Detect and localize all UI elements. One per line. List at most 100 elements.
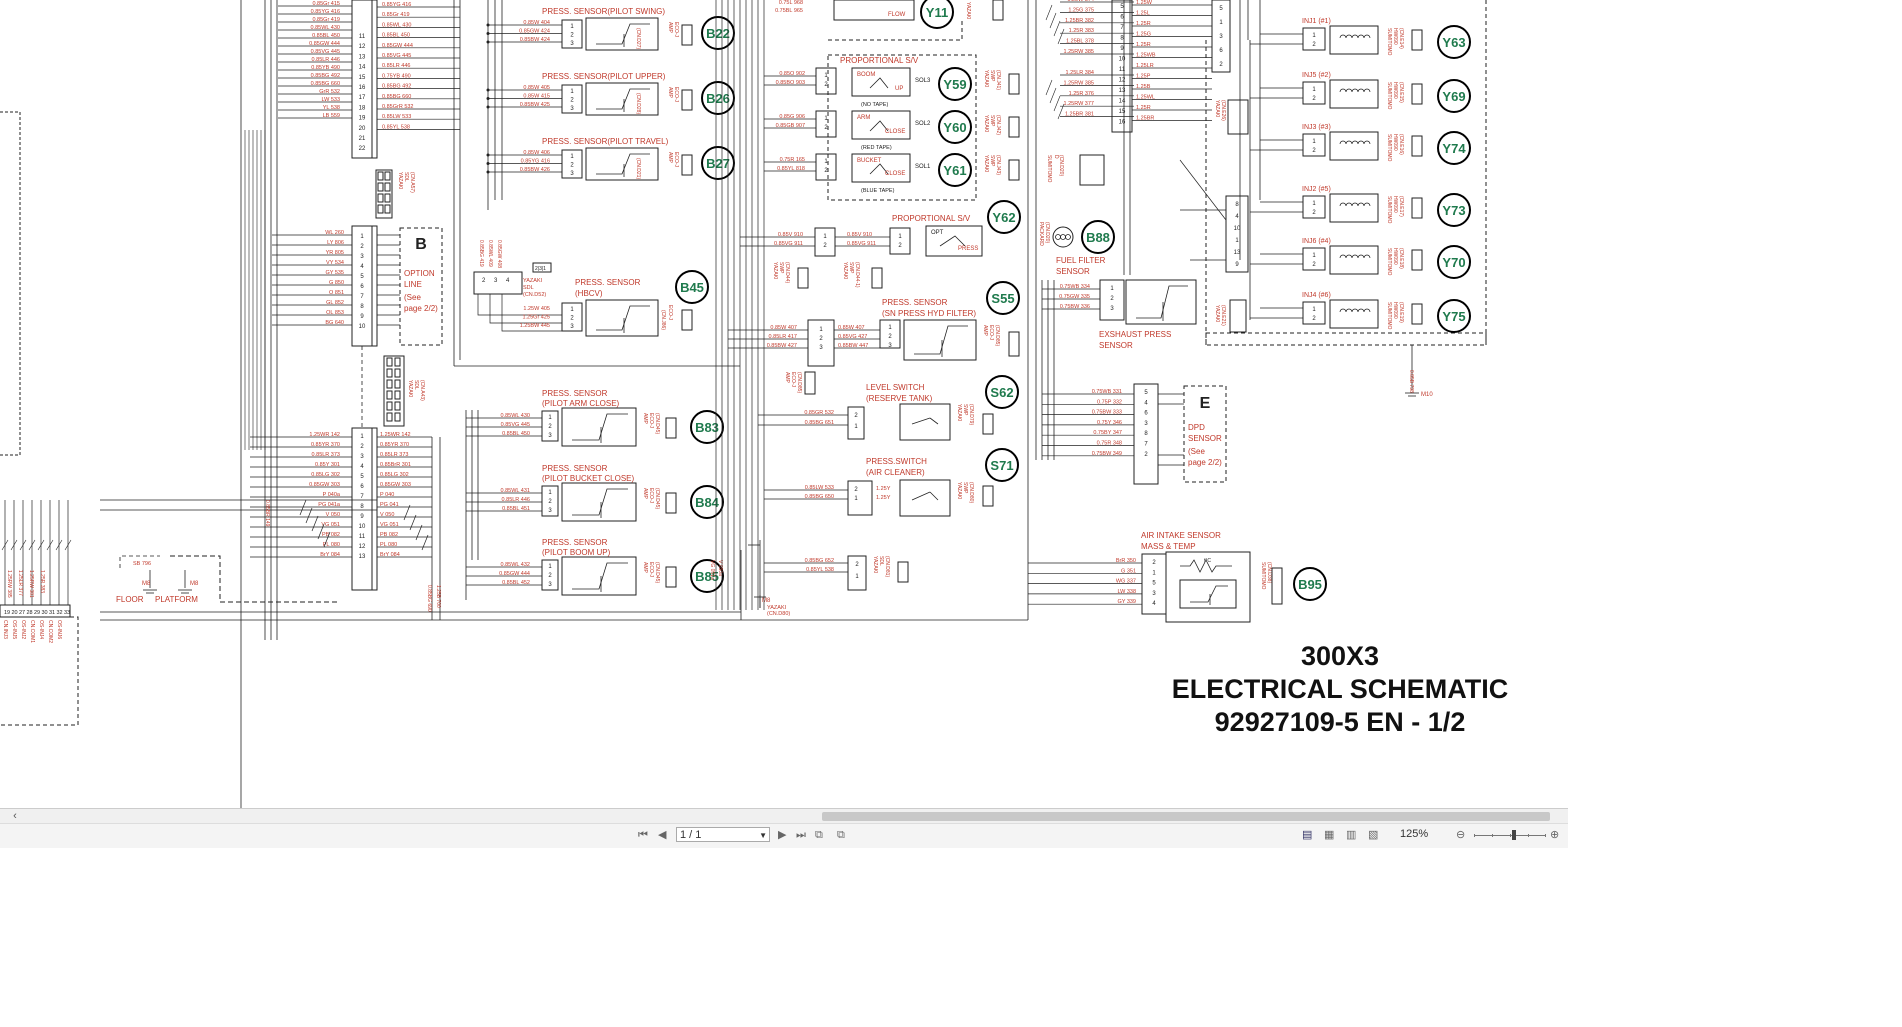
badge-s71-circle <box>985 448 1019 482</box>
connector-code: HW090 <box>1392 248 1398 265</box>
wire-label: 0.85BG 651 <box>805 420 834 426</box>
zoom-out-icon[interactable]: ⊖ <box>1456 829 1466 841</box>
connector-code: HW090 <box>1392 302 1398 319</box>
connector-pin: 12 <box>359 44 366 50</box>
wire-label: 0.85VG 427 <box>838 334 867 340</box>
rotate-icon[interactable]: ⧉ <box>837 829 845 841</box>
dpd-sensor-label: (See <box>1188 447 1205 456</box>
horizontal-scrollbar[interactable]: ‹ <box>0 808 1568 824</box>
connector-pin: 30 <box>42 610 48 616</box>
wire-label: 1.25R 376 <box>1069 91 1094 97</box>
copy-icon[interactable]: ⧉ <box>815 829 823 841</box>
wire-label: 0.85BW 427 <box>767 343 797 349</box>
next-page-icon[interactable]: ▶ <box>778 829 787 841</box>
valve-label: PRESS <box>958 246 978 252</box>
connector-code: YAZAKI <box>872 556 878 573</box>
badge-y59: Y59 <box>943 77 966 92</box>
connector-pin: 3 <box>1144 421 1148 427</box>
zoom-level[interactable]: 125% <box>1400 828 1429 840</box>
valve-label: OPT <box>931 230 944 236</box>
wire-label: PB 082 <box>322 532 340 538</box>
model-title: 300X3 <box>1300 641 1380 671</box>
connector-cavity <box>384 171 391 181</box>
connector-pin: 20 <box>359 126 366 132</box>
pressure-sensor-title: (HBCV) <box>575 289 603 298</box>
wire <box>409 514 417 531</box>
chevron-down-icon[interactable]: ▼ <box>759 831 767 840</box>
injector-body <box>1329 25 1379 55</box>
wire-label: 1.25WR 142 <box>309 432 340 438</box>
wire-label: 0.85G 906 <box>779 114 805 120</box>
pressure-sensor-title: (PILOT BUCKET CLOSE) <box>542 474 635 483</box>
connector-shell <box>371 0 378 159</box>
zoom-slider[interactable] <box>1474 830 1546 840</box>
coil-symbol <box>1339 254 1371 259</box>
sensor-connector <box>1099 279 1125 321</box>
badge-y74: Y74 <box>1442 141 1466 156</box>
wire-label: 0.85YG 416 <box>382 2 411 8</box>
connector-code: HW090 <box>1392 196 1398 213</box>
connector-cn-e21 <box>1229 299 1247 333</box>
connector-pin: 2 <box>854 413 858 419</box>
continuous-page-icon[interactable]: ▦ <box>1324 829 1335 841</box>
connector-code: (CN.D21) <box>635 158 641 179</box>
wire <box>10 539 18 551</box>
wire-label: 0.85GR 532 <box>804 410 834 416</box>
injector-connector <box>1302 27 1326 51</box>
connector-pin: 1 <box>888 325 892 331</box>
connector-pin: 19 <box>4 610 10 616</box>
connector-cavity <box>394 368 401 378</box>
aux-connector <box>847 555 867 591</box>
option-line-box <box>399 227 443 346</box>
ground-label: M8 <box>762 598 771 604</box>
connector-code: HW090 <box>1392 28 1398 45</box>
scroll-left-icon[interactable]: ‹ <box>13 810 17 822</box>
two-page-continuous-icon[interactable]: ▧ <box>1368 829 1379 841</box>
connector-cavity <box>386 368 393 378</box>
valve-label: UP <box>895 86 903 92</box>
last-page-icon[interactable]: ⏭ <box>796 829 806 841</box>
wire-label: 1.25RW 377 <box>1064 101 1094 107</box>
switch-title: (AIR CLEANER) <box>866 468 925 477</box>
connector-pin: 10 <box>359 524 366 530</box>
connector-cavity <box>386 357 393 367</box>
wire-label: PG 041 <box>380 502 399 508</box>
scrollbar-thumb[interactable] <box>822 812 1550 821</box>
small-connector <box>982 413 994 435</box>
small-connector <box>1411 83 1423 105</box>
wire-label: 0.85BW 424 <box>520 37 550 43</box>
first-page-icon[interactable]: ⏮ <box>638 829 648 841</box>
connector-code: HW090 <box>1392 134 1398 151</box>
connector-pin: 21 <box>359 136 366 142</box>
prev-page-icon[interactable]: ◀ <box>658 829 667 841</box>
connector-code: SUMITOMO <box>1386 248 1392 276</box>
connector-pin: 3 <box>360 254 364 260</box>
valve-body <box>851 153 911 183</box>
connector-pin: 13 <box>359 554 366 560</box>
connector-code: SWP <box>778 262 784 274</box>
single-page-icon[interactable]: ▤ <box>1302 829 1313 841</box>
connector-code: 1.25RW 381 <box>28 570 34 598</box>
connector-pin: 2 <box>570 33 574 39</box>
connector-pin: 18 <box>359 105 366 111</box>
wire <box>489 294 562 324</box>
injector-connector <box>1302 247 1326 271</box>
sensor-body <box>585 147 659 181</box>
wire-label: 1.25W 374 <box>1067 0 1094 3</box>
connector-pin: 8 <box>1235 202 1239 208</box>
connector-pin: 1 <box>1312 201 1316 207</box>
page-number-field[interactable]: 1 / 1 ▼ <box>676 827 770 842</box>
wire-label: 0.85W 407 <box>770 325 797 331</box>
zoom-slider-knob[interactable] <box>1512 830 1516 840</box>
badge-b27: B27 <box>706 156 730 171</box>
proportional-sv-title: PROPORTIONAL S/V <box>840 56 919 65</box>
connector-pin: 2 <box>1144 452 1148 458</box>
zoom-in-icon[interactable]: ⊕ <box>1550 829 1560 841</box>
wire-label: 1.25P <box>1136 74 1151 80</box>
connector-pin: 6 <box>360 484 364 490</box>
wire-label: GY 535 <box>325 270 344 276</box>
two-page-icon[interactable]: ▥ <box>1346 829 1357 841</box>
connector-pin: 4 <box>1144 400 1148 406</box>
pressure-sensor-title: (PILOT BOOM UP) <box>542 548 611 557</box>
switch-title: PRESS.SWITCH <box>866 457 927 466</box>
